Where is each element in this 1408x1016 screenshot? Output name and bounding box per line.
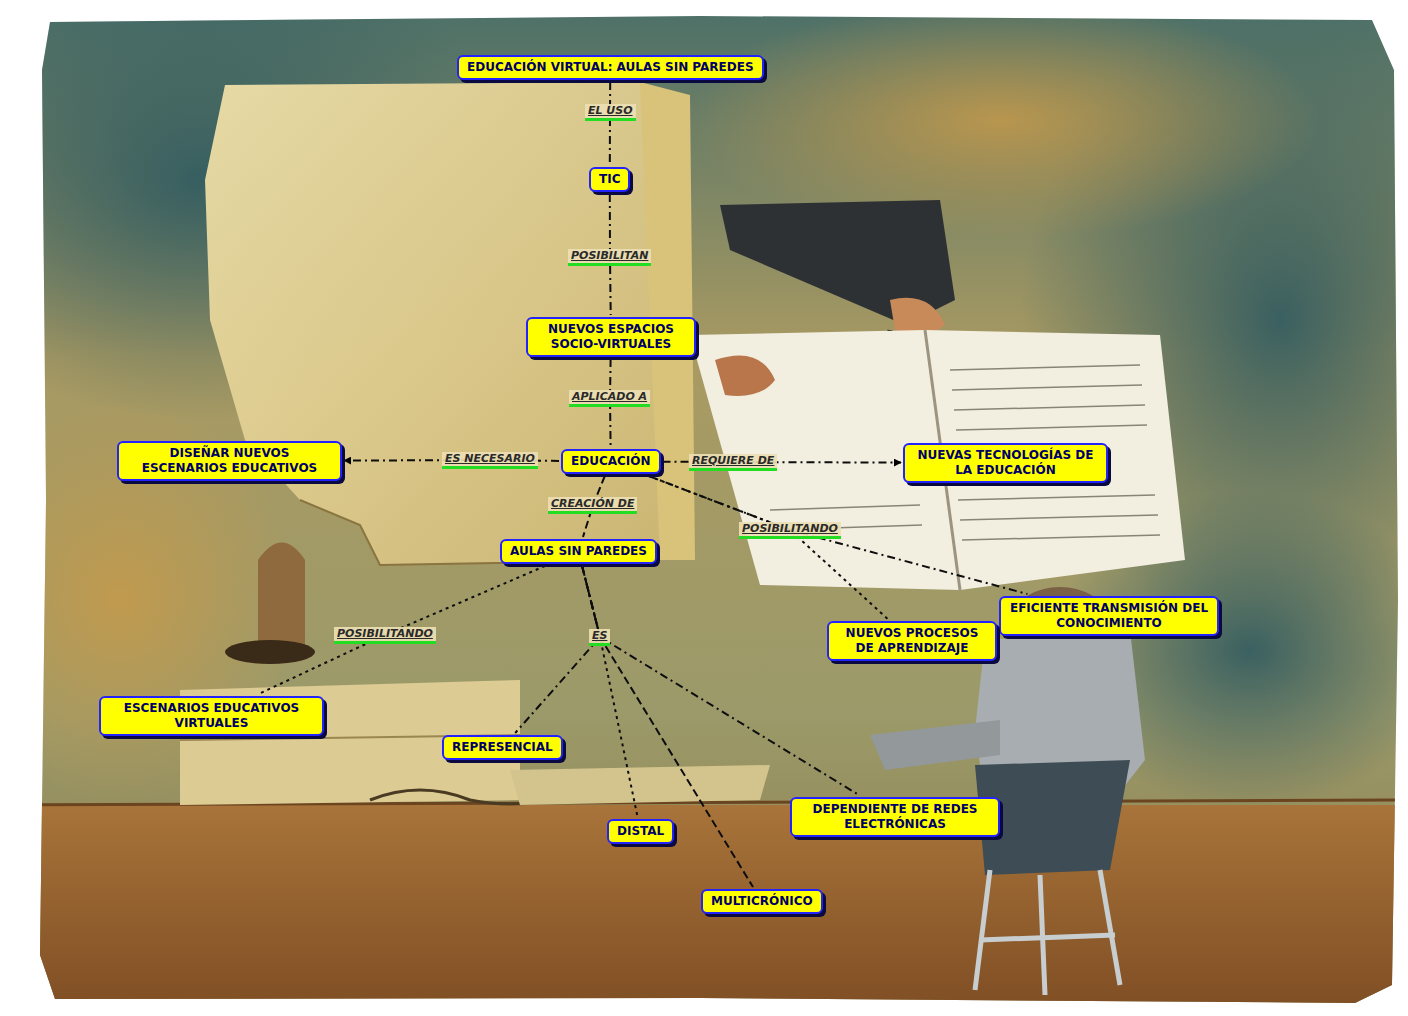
link-phrase: EL USO — [585, 104, 636, 121]
concept-box: AULAS SIN PAREDES — [500, 539, 657, 564]
link-line — [259, 566, 545, 694]
link-line — [582, 566, 753, 887]
link-line — [515, 566, 600, 733]
link-phrase: POSIBILITANDO — [334, 627, 436, 644]
concept-text: NUEVAS TECNOLOGÍAS DE LA EDUCACIÓN — [913, 448, 1098, 478]
concept-text: DEPENDIENTE DE REDES ELECTRÓNICAS — [800, 802, 990, 832]
link-phrase: ES — [589, 629, 610, 646]
concept-box: NUEVAS TECNOLOGÍAS DE LA EDUCACIÓN — [903, 443, 1108, 483]
link-line — [649, 476, 888, 619]
link-line — [582, 566, 859, 795]
concept-box: TIC — [589, 167, 630, 192]
concept-box: DISEÑAR NUEVOS ESCENARIOS EDUCATIVOS — [117, 441, 342, 481]
concept-text: DISEÑAR NUEVOS ESCENARIOS EDUCATIVOS — [127, 446, 332, 476]
concept-box: DISTAL — [607, 819, 674, 844]
concept-text: AULAS SIN PAREDES — [510, 544, 647, 559]
concept-text: ESCENARIOS EDUCATIVOS VIRTUALES — [109, 701, 314, 731]
concept-box: DEPENDIENTE DE REDES ELECTRÓNICAS — [790, 797, 1000, 837]
concept-box: EDUCACIÓN VIRTUAL: AULAS SIN PAREDES — [457, 55, 764, 80]
link-phrase: CREACIÓN DE — [548, 497, 637, 514]
concept-box: ESCENARIOS EDUCATIVOS VIRTUALES — [99, 696, 324, 736]
link-line — [649, 476, 1028, 594]
concept-box: EDUCACIÓN — [561, 449, 661, 474]
link-phrase: POSIBILITANDO — [739, 522, 841, 539]
link-phrase: ES NECESARIO — [442, 452, 538, 469]
concept-box: EFICIENTE TRANSMISIÓN DEL CONOCIMIENTO — [999, 596, 1219, 636]
concept-text: REPRESENCIAL — [452, 740, 553, 755]
concept-text: NUEVOS ESPACIOS SOCIO-VIRTUALES — [536, 322, 686, 352]
concept-text: TIC — [599, 172, 620, 187]
link-phrase: REQUIERE DE — [689, 454, 777, 471]
concept-text: NUEVOS PROCESOS DE APRENDIZAJE — [837, 626, 987, 656]
link-phrase: POSIBILITAN — [568, 249, 651, 266]
concept-box: MULTICRÓNICO — [701, 889, 823, 914]
link-line — [609, 82, 611, 165]
concept-box: NUEVOS ESPACIOS SOCIO-VIRTUALES — [526, 317, 696, 357]
concept-text: EDUCACIÓN — [571, 454, 651, 469]
concept-box: REPRESENCIAL — [442, 735, 563, 760]
concept-text: EDUCACIÓN VIRTUAL: AULAS SIN PAREDES — [467, 60, 754, 75]
link-phrase: APLICADO A — [569, 390, 650, 407]
link-line — [582, 566, 638, 817]
concept-text: EFICIENTE TRANSMISIÓN DEL CONOCIMIENTO — [1009, 601, 1209, 631]
concept-text: MULTICRÓNICO — [711, 894, 813, 909]
concept-text: DISTAL — [617, 824, 664, 839]
concept-box: NUEVOS PROCESOS DE APRENDIZAJE — [827, 621, 997, 661]
